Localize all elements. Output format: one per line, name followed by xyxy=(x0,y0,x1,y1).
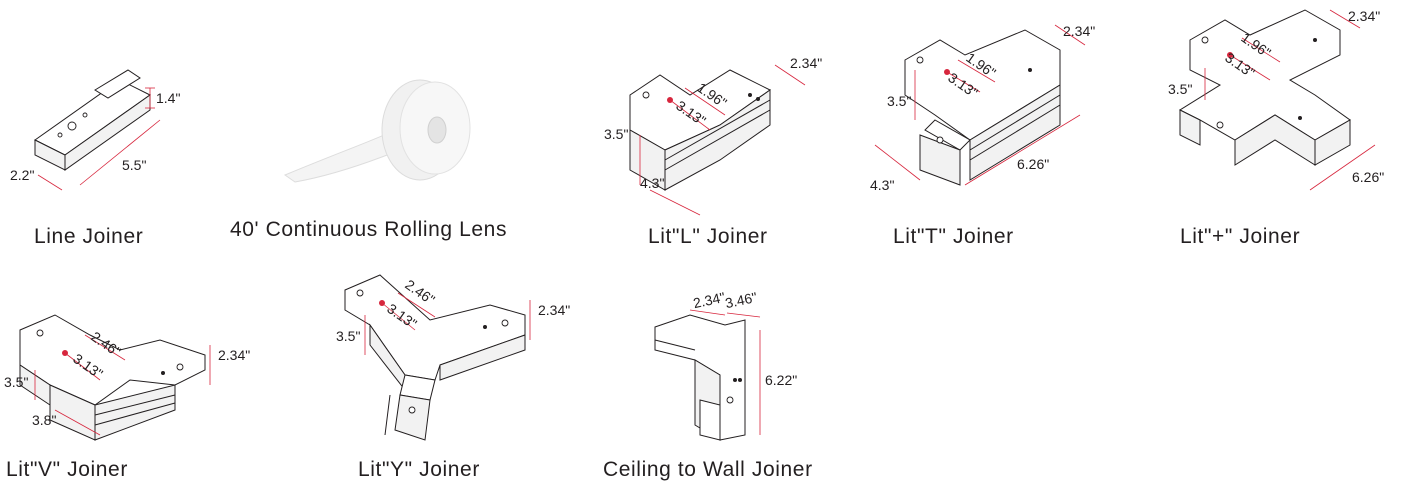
lit-l-joiner-drawing xyxy=(629,64,806,216)
lit-l-dim-width: 2.34" xyxy=(790,55,823,71)
lit-v-dim-length: 3.8" xyxy=(32,412,57,428)
line-joiner-caption: Line Joiner xyxy=(34,225,144,248)
lit-y-dim-height: 3.5" xyxy=(336,328,361,344)
lit-y-caption: Lit"Y" Joiner xyxy=(358,458,480,481)
lit-v-caption: Lit"V" Joiner xyxy=(6,458,128,481)
lit-t-dim-arm: 6.26" xyxy=(1017,156,1050,172)
lit-plus-caption: Lit"+" Joiner xyxy=(1180,225,1301,248)
lit-v-dim-width: 2.34" xyxy=(218,347,251,363)
lit-t-dim-length: 4.3" xyxy=(870,177,895,193)
line-joiner-drawing xyxy=(34,69,161,191)
lit-l-caption: Lit"L" Joiner xyxy=(648,225,768,248)
line-joiner-dim-height: 1.4" xyxy=(156,90,181,106)
lit-plus-joiner-drawing xyxy=(1178,9,1376,191)
lit-y-joiner-drawing xyxy=(344,274,531,441)
rolling-lens-drawing xyxy=(283,79,471,183)
lit-l-dim-length: 4.3" xyxy=(640,175,665,191)
product-lit-y-joiner: 2.46" 3.13" 2.34" 3.5" Lit"Y" Joiner xyxy=(310,255,610,487)
product-lit-l-joiner: 2.34" 1.96" 3.13" 3.5" 4.3" Lit"L" Joine… xyxy=(600,0,860,250)
line-joiner-dim-length: 5.5" xyxy=(122,157,147,173)
ceiling-wall-caption: Ceiling to Wall Joiner xyxy=(603,458,813,481)
lit-l-dim-height: 3.5" xyxy=(604,126,629,142)
product-lit-t-joiner: 2.34" 1.96" 3.13" 3.5" 4.3" 6.26" Lit"T"… xyxy=(865,0,1135,250)
product-lit-v-joiner: 2.46" 3.13" 2.34" 3.5" 3.8" Lit"V" Joine… xyxy=(0,255,300,487)
product-rolling-lens: 40' Continuous Rolling Lens xyxy=(225,0,565,250)
product-lit-plus-joiner: 2.34" 1.96" 3.13" 3.5" 6.26" Lit"+" Join… xyxy=(1140,0,1406,250)
ceiling-wall-joiner-drawing xyxy=(654,309,761,441)
lit-t-joiner-drawing xyxy=(874,24,1086,186)
lit-plus-dim-arm: 6.26" xyxy=(1352,169,1385,185)
lit-t-caption: Lit"T" Joiner xyxy=(893,225,1014,248)
lit-plus-dim-height: 3.5" xyxy=(1168,81,1193,97)
product-line-joiner: 1.4" 2.2" 5.5" Line Joiner xyxy=(0,0,220,250)
lit-t-dim-width: 2.34" xyxy=(1063,23,1096,39)
lit-y-dim-width: 2.34" xyxy=(538,302,571,318)
rolling-lens-caption: 40' Continuous Rolling Lens xyxy=(230,218,508,241)
ceiling-wall-dim-height: 6.22" xyxy=(765,372,798,388)
product-ceiling-wall-joiner: 2.34" 3.46" 6.22" Ceiling to Wall Joiner xyxy=(595,255,865,487)
lit-v-dim-height: 3.5" xyxy=(4,374,29,390)
lit-t-dim-height: 3.5" xyxy=(887,93,912,109)
lit-v-joiner-drawing xyxy=(19,314,211,441)
line-joiner-dim-width: 2.2" xyxy=(10,167,35,183)
lit-plus-dim-width: 2.34" xyxy=(1348,8,1381,24)
